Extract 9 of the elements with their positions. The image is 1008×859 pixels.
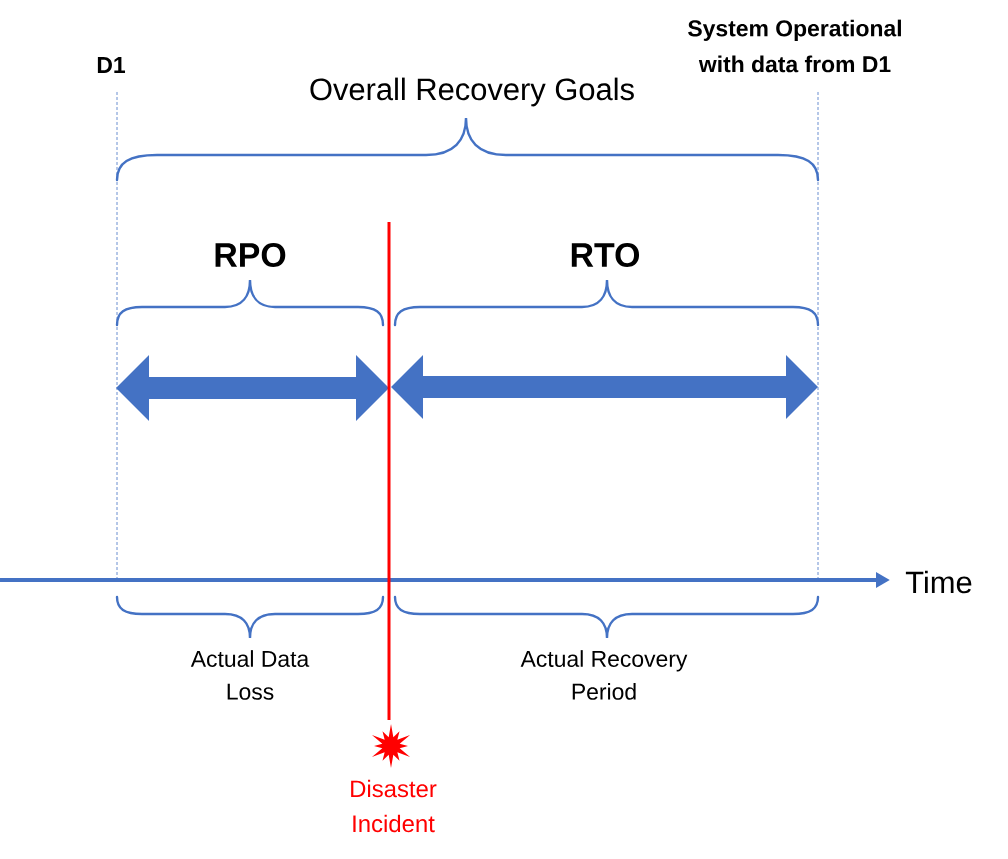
brace-label: RTO <box>571 243 640 267</box>
axis-label: Time <box>905 570 972 594</box>
event-label: Disaster Incident <box>351 779 437 833</box>
timepoint-label: System Operational with data from D1 <box>688 19 901 73</box>
brace-label: Overall Recovery Goals <box>310 77 634 107</box>
timepoint-label: D1 <box>97 57 125 73</box>
brace-label: Actual Data Loss <box>190 650 310 700</box>
brace-label: Actual Recovery Period <box>520 650 688 700</box>
brace-label: RPO <box>215 243 286 267</box>
